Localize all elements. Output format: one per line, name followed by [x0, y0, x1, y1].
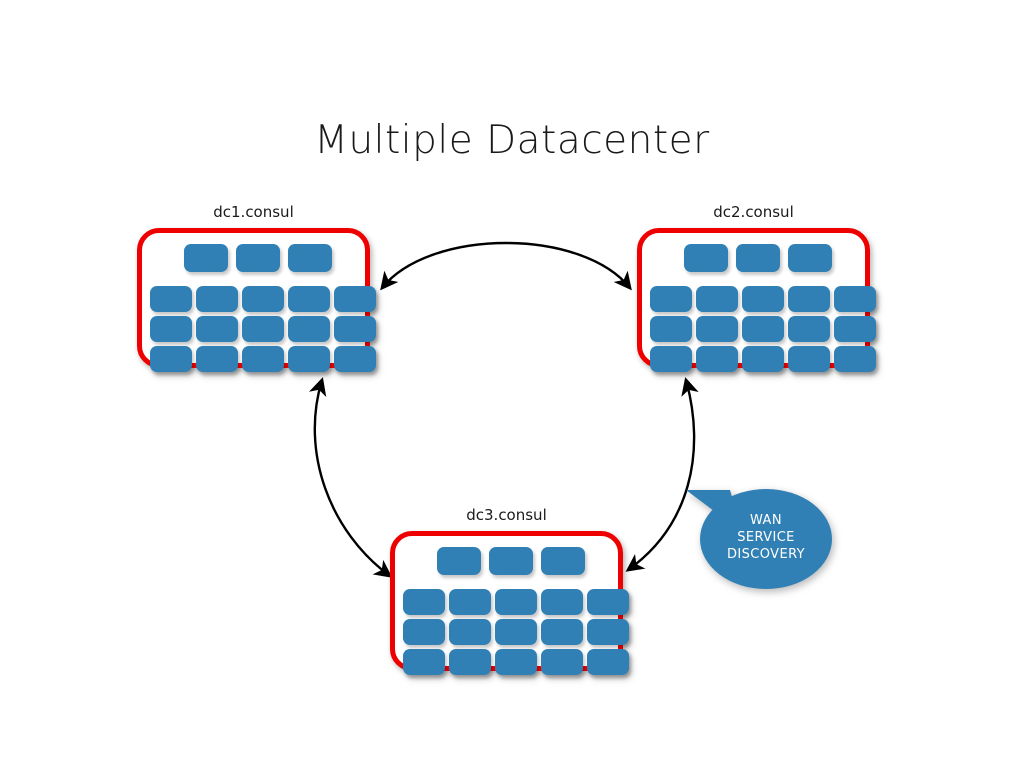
client-node[interactable] [788, 286, 830, 312]
dc2-server-row [684, 244, 832, 272]
client-node[interactable] [834, 286, 876, 312]
client-node[interactable] [449, 619, 491, 645]
server-node[interactable] [684, 244, 728, 272]
dc3-contents [395, 536, 629, 675]
client-node[interactable] [495, 649, 537, 675]
client-node[interactable] [449, 649, 491, 675]
client-node[interactable] [334, 316, 376, 342]
client-node[interactable] [403, 649, 445, 675]
client-node[interactable] [541, 649, 583, 675]
client-node[interactable] [242, 316, 284, 342]
client-node[interactable] [587, 649, 629, 675]
client-node[interactable] [150, 346, 192, 372]
client-node[interactable] [403, 589, 445, 615]
server-node[interactable] [184, 244, 228, 272]
client-node[interactable] [150, 316, 192, 342]
client-node[interactable] [541, 619, 583, 645]
client-node[interactable] [834, 316, 876, 342]
client-node[interactable] [495, 589, 537, 615]
client-node[interactable] [587, 619, 629, 645]
dc-label-dc1: dc1.consul [213, 203, 294, 221]
dc1-contents [142, 233, 376, 372]
client-node[interactable] [150, 286, 192, 312]
client-node[interactable] [650, 286, 692, 312]
client-node[interactable] [696, 316, 738, 342]
dc-label-dc2: dc2.consul [713, 203, 794, 221]
server-node[interactable] [288, 244, 332, 272]
client-node[interactable] [696, 346, 738, 372]
page-title: Multiple Datacenter [314, 118, 710, 163]
client-node[interactable] [334, 346, 376, 372]
client-node[interactable] [288, 286, 330, 312]
client-node[interactable] [196, 286, 238, 312]
dc1-server-row [184, 244, 332, 272]
datacenter-box-dc1[interactable] [137, 228, 376, 372]
wan-service-discovery-callout[interactable]: WAN SERVICE DISCOVERY [672, 468, 844, 596]
callout-line-1: WAN [750, 513, 782, 528]
client-node[interactable] [650, 316, 692, 342]
client-node[interactable] [541, 589, 583, 615]
arrow-dc1-dc3 [309, 377, 393, 578]
arrow-dc1-dc2 [380, 241, 632, 291]
client-node[interactable] [650, 346, 692, 372]
client-node[interactable] [742, 316, 784, 342]
datacenter-box-dc2[interactable] [637, 228, 876, 372]
client-node[interactable] [742, 346, 784, 372]
client-node[interactable] [587, 589, 629, 615]
server-node[interactable] [541, 547, 585, 575]
client-node[interactable] [788, 346, 830, 372]
client-node[interactable] [696, 286, 738, 312]
client-node[interactable] [403, 619, 445, 645]
server-node[interactable] [236, 244, 280, 272]
client-node[interactable] [242, 286, 284, 312]
client-node[interactable] [334, 286, 376, 312]
client-node[interactable] [742, 286, 784, 312]
dc2-client-grid [650, 286, 876, 372]
dc3-server-row [437, 547, 585, 575]
callout-line-2: SERVICE [737, 530, 795, 545]
client-node[interactable] [788, 316, 830, 342]
server-node[interactable] [489, 547, 533, 575]
client-node[interactable] [196, 346, 238, 372]
datacenter-box-dc3[interactable] [390, 531, 629, 675]
callout-line-3: DISCOVERY [726, 547, 806, 562]
client-node[interactable] [288, 346, 330, 372]
dc3-client-grid [403, 589, 629, 675]
client-node[interactable] [449, 589, 491, 615]
client-node[interactable] [288, 316, 330, 342]
server-node[interactable] [788, 244, 832, 272]
dc1-client-grid [150, 286, 376, 372]
dc2-contents [642, 233, 876, 372]
server-node[interactable] [736, 244, 780, 272]
client-node[interactable] [196, 316, 238, 342]
client-node[interactable] [495, 619, 537, 645]
server-node[interactable] [437, 547, 481, 575]
client-node[interactable] [242, 346, 284, 372]
dc-label-dc3: dc3.consul [466, 506, 547, 524]
callout-bubble-shape [686, 489, 832, 589]
client-node[interactable] [834, 346, 876, 372]
